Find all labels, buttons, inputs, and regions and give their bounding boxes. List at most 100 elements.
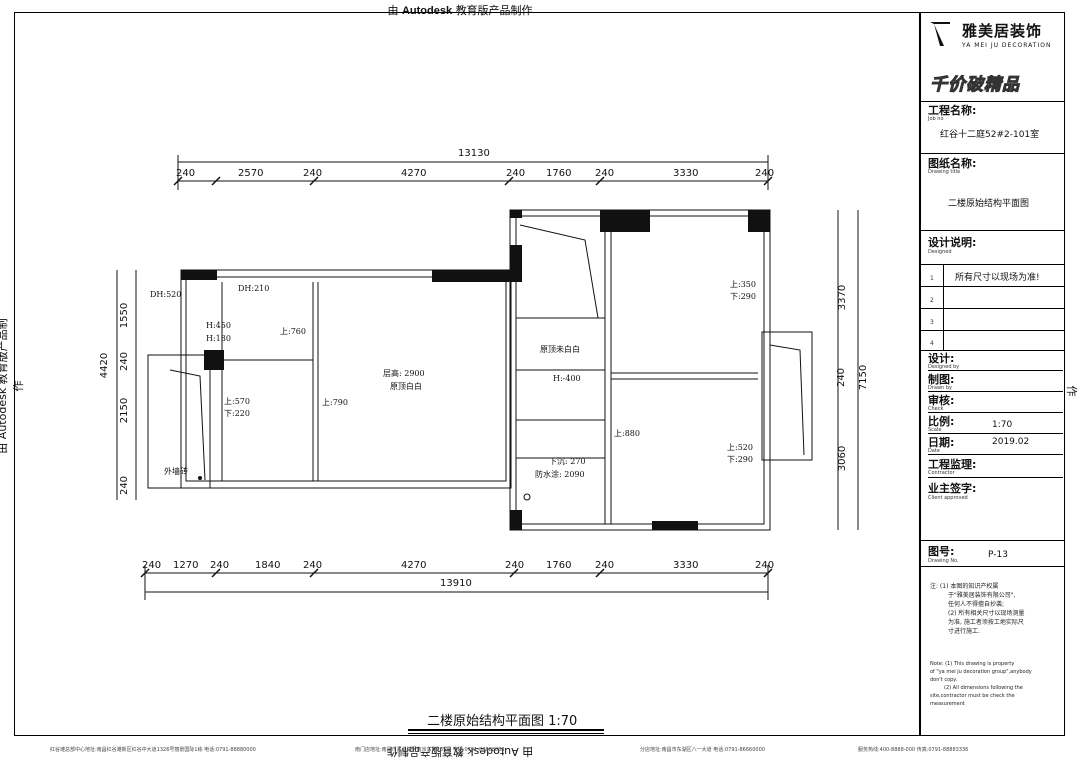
dim-bottom: 240: [303, 560, 323, 571]
column: [432, 270, 510, 282]
note-line: don't copy.: [930, 677, 958, 683]
note-line: (2) All dimensions following the: [944, 685, 1023, 691]
design-sub: Designed: [928, 249, 952, 255]
dim-top: 2570: [238, 168, 264, 179]
footer-address-mid2: 分店地址:南昌市东湖区八一大道 电话:0791-86660000: [640, 747, 765, 753]
title-block-logo: 雅美居装饰 YA MEI JU DECORATION 千价破精品: [922, 14, 1063, 102]
dim-bottom: 1840: [255, 560, 281, 571]
drawing-no-sub: Drawing No.: [928, 558, 959, 564]
note-line: (2) 所有相关尺寸以现场测量: [948, 610, 1025, 617]
note-row-no: 3: [930, 319, 934, 326]
date-sub: Date: [928, 448, 940, 454]
note-en: Note: (1) This drawing is property of "y…: [930, 660, 1032, 708]
dim-tick: [595, 176, 605, 186]
dimension-lines: [116, 155, 859, 600]
label-h450: H:450: [206, 321, 231, 330]
walls: [147, 209, 813, 531]
watermark-right: 由 Autodesk 教育版产品制作: [1065, 385, 1078, 397]
client-label: 业主签字:: [928, 482, 977, 495]
column: [181, 270, 217, 280]
drawing-frame: [14, 12, 920, 736]
dim-top: 240: [755, 168, 775, 179]
tb-divider-v: [943, 264, 944, 350]
note-row-no: 4: [930, 340, 934, 347]
company-name: 雅美居装饰: [962, 22, 1043, 40]
footer-address-mid: 南门店地址:南昌市青山湖区南京东路235号 电话:0791-88888888: [355, 747, 505, 753]
scale-label: 比例:: [928, 415, 955, 428]
tb-divider: [928, 454, 1063, 455]
contractor-label: 工程监理:: [928, 458, 977, 471]
label-outer-brick: 外墙砖: [164, 467, 188, 476]
footer-address-left: 红谷滩总部中心地址:南昌红谷滩新区红谷中大道1326号丽景国际1栋 电话:079…: [50, 747, 256, 753]
tb-divider: [920, 350, 1065, 351]
tb-divider: [920, 566, 1065, 567]
dim-tick: [504, 176, 514, 186]
tb-divider: [920, 264, 1065, 265]
dim-top: 240: [176, 168, 196, 179]
column: [204, 350, 224, 370]
dim-right: 3060: [837, 445, 849, 472]
label-up350: 上:350: [730, 280, 756, 289]
dim-top-total: 13130: [458, 148, 490, 159]
dim-bottom: 4270: [401, 560, 427, 571]
dim-tick: [173, 176, 183, 186]
company-name-en: YA MEI JU DECORATION: [962, 42, 1052, 49]
dim-tick: [140, 568, 150, 578]
label-dh210: DH:210: [238, 284, 270, 293]
label-up760: 上:760: [280, 327, 306, 336]
note-line: Note: (1) This drawing is property: [930, 661, 1015, 667]
label-down220: 下:220: [224, 409, 250, 418]
drawn-label: 制图:: [928, 373, 955, 386]
dim-right: 240: [836, 367, 848, 388]
tb-divider: [928, 370, 1063, 371]
designer-label: 设计:: [928, 352, 955, 365]
label-floor-height: 层高: 2900: [383, 369, 425, 378]
label-h180: H:180: [206, 334, 231, 343]
label-top-raw: 原顶白白: [390, 382, 422, 391]
title-underline: [408, 729, 604, 731]
job-label: 工程名称:: [928, 104, 977, 117]
tb-divider: [920, 308, 1065, 309]
note-row-text: 所有尺寸以现场为准!: [955, 273, 1040, 283]
dim-tick: [211, 176, 221, 186]
drawing-sub: Drawing title: [928, 169, 961, 175]
label-down290a: 下:290: [730, 292, 756, 301]
dim-bottom: 240: [142, 560, 162, 571]
column: [510, 510, 522, 530]
contractor-sub: Contractor: [928, 470, 955, 476]
drawn-sub: Drawn by: [928, 385, 952, 391]
watermark-top: 由 Autodesk 教育版产品制作: [0, 2, 920, 18]
label-up790: 上:790: [322, 398, 348, 407]
column: [510, 210, 522, 218]
label-up570: 上:570: [224, 397, 250, 406]
tb-divider: [928, 391, 1063, 392]
dim-left-total: 4420: [99, 352, 111, 379]
watermark-suffix: 教育版产品制作: [455, 4, 533, 17]
label-dh520: DH:520: [150, 290, 182, 299]
floor-plan: [116, 155, 859, 600]
client-sub: Client approved: [928, 495, 968, 501]
dim-tick: [763, 176, 773, 186]
dim-slashes: [140, 176, 773, 578]
dim-left: 240: [119, 351, 131, 372]
tb-divider: [920, 540, 1065, 541]
label-top-raw-2: 原顶未白白: [540, 345, 580, 354]
dim-tick: [211, 568, 221, 578]
note-line: 于"雅美居装饰有限公司",: [948, 592, 1016, 599]
dim-tick: [309, 176, 319, 186]
check-label: 审核:: [928, 394, 955, 407]
scale-sub: Scale: [928, 427, 942, 433]
dim-bottom: 1270: [173, 560, 199, 571]
column: [510, 245, 522, 282]
dim-left: 240: [119, 475, 131, 496]
design-label: 设计说明:: [928, 236, 977, 249]
dim-bottom: 240: [505, 560, 525, 571]
tb-divider: [928, 477, 1063, 478]
tb-divider: [928, 433, 1063, 434]
job-value: 红谷十二庭52#2-101室: [940, 130, 1040, 140]
structural-columns: [181, 210, 770, 530]
tb-divider: [920, 286, 1065, 287]
note-line: 注: (1) 本图的知识产权属: [930, 583, 999, 590]
note-row-no: 1: [930, 275, 934, 282]
dim-left: 1550: [119, 302, 131, 329]
